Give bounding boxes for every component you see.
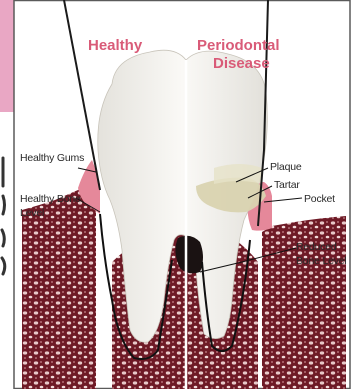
left-edge-marks xyxy=(2,158,5,274)
label-healthy-gums: Healthy Gums xyxy=(20,152,84,164)
disease-header-line2: Disease xyxy=(213,55,270,72)
disease-header-line1: Periodontal xyxy=(197,37,280,54)
label-plaque: Plaque xyxy=(270,161,302,173)
label-tartar: Tartar xyxy=(274,179,300,191)
healthy-header: Healthy xyxy=(88,37,142,54)
label-reduced-bone-2: Bone Level xyxy=(296,255,347,267)
pink-tab xyxy=(0,0,14,112)
label-pocket: Pocket xyxy=(304,193,335,205)
label-reduced-bone-1: Reduced xyxy=(296,241,337,253)
label-healthy-bone-2: Level xyxy=(20,207,44,219)
label-healthy-bone-1: Healthy Bone xyxy=(20,193,81,205)
